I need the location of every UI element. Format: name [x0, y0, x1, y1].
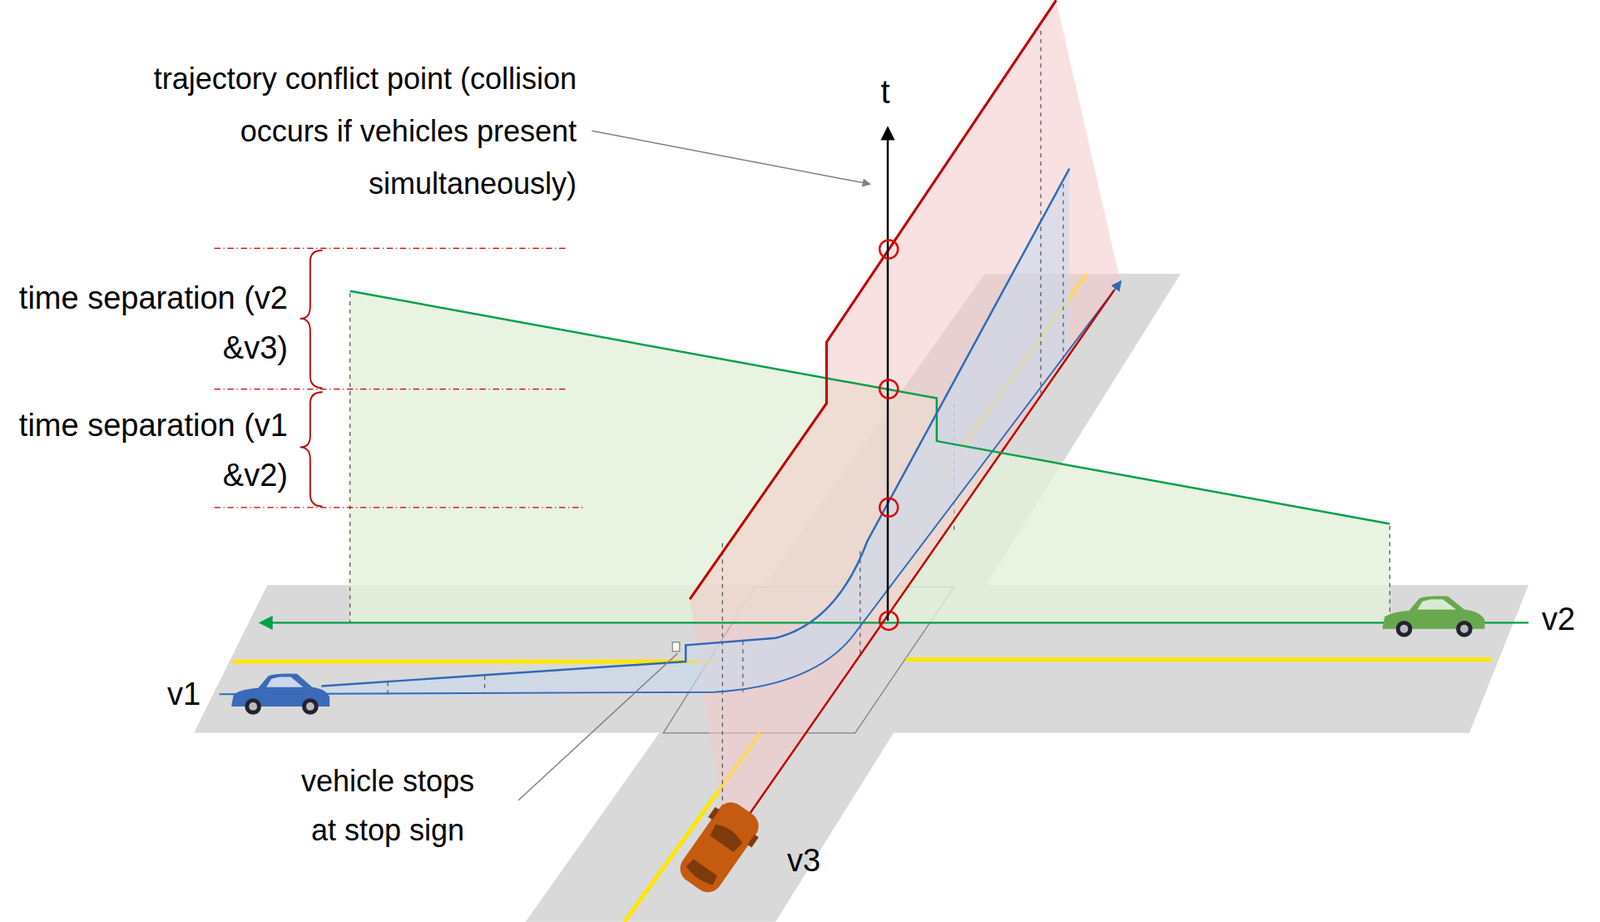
callout-note: trajectory conflict point (collision occ…	[117, 52, 577, 210]
v3-path	[713, 290, 1115, 865]
v2-path	[261, 621, 1529, 624]
time-axis	[886, 128, 889, 621]
separation-label: time separation (v2 &v3)	[17, 272, 288, 373]
axis-label: t	[880, 72, 890, 111]
separation-label: time separation (v1 &v2)	[17, 400, 288, 501]
leader-line	[518, 653, 678, 801]
v1-path	[219, 282, 1121, 694]
trajectory-plane	[321, 168, 1070, 697]
brace	[300, 250, 323, 507]
v3-trajectory	[689, 0, 1056, 600]
vehicle-label: v3	[787, 842, 821, 879]
car-v3	[671, 794, 768, 901]
projection-line	[387, 30, 1064, 878]
car-v1	[231, 673, 330, 714]
vehicle-label: v1	[167, 675, 201, 713]
callout-note: vehicle stops at stop sign	[291, 756, 485, 855]
conflict-point	[879, 239, 898, 630]
vehicle-label: v2	[1541, 600, 1576, 638]
trajectory-plane	[689, 0, 1121, 848]
stop-sign	[672, 642, 680, 652]
leader-line	[591, 130, 870, 184]
car-v2	[1382, 595, 1486, 637]
v1-trajectory	[321, 168, 1070, 687]
v2-trajectory	[350, 291, 1391, 525]
